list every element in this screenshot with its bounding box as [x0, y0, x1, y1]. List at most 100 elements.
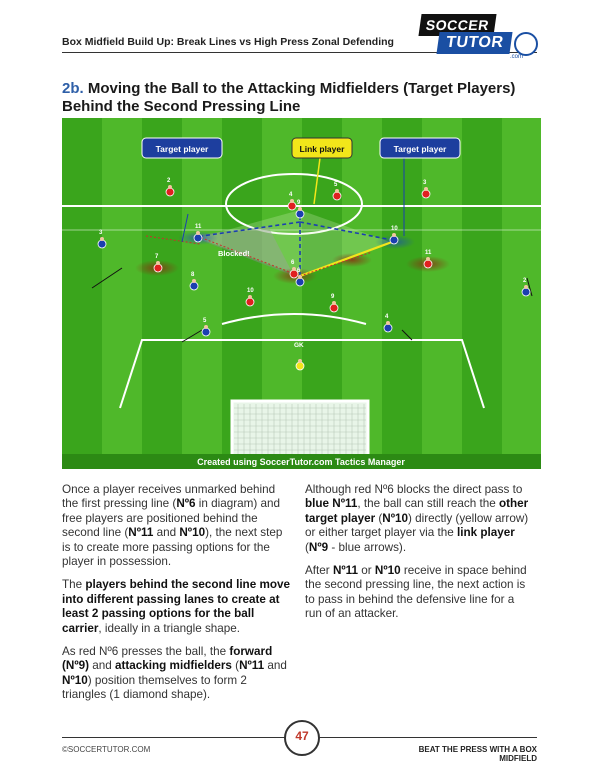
- callout-target-left: Target player: [141, 137, 223, 159]
- tactics-diagram: 2 4 5 3 7 11 6 10 9 11 9 10 3 8 6 2 5 4 Target player Lin…: [62, 118, 541, 469]
- text: Once a player receives unmarked behind t…: [62, 483, 276, 511]
- bold-text: Nº10: [62, 673, 88, 687]
- logo-bottom-text: TUTOR: [436, 32, 513, 54]
- player-blue: 5: [201, 318, 211, 337]
- player-marker: [193, 233, 203, 243]
- body-column-left: Once a player receives unmarked behind t…: [62, 483, 290, 712]
- player-head: [424, 187, 428, 191]
- bold-text: Nº11: [128, 526, 154, 540]
- player-head: [290, 199, 294, 203]
- player-blue: 6: [295, 268, 305, 287]
- soccertutor-logo: SOCCER TUTOR .com: [418, 14, 538, 66]
- player-head: [100, 237, 104, 241]
- player-marker: [332, 191, 342, 201]
- player-marker: [245, 297, 255, 307]
- player-head: [298, 275, 302, 279]
- player-head: [196, 231, 200, 235]
- player-marker: [383, 323, 393, 333]
- player-number: 9: [297, 200, 301, 206]
- player-yellow: [295, 359, 305, 371]
- player-number: 10: [247, 288, 254, 294]
- player-marker: [389, 235, 399, 245]
- header-rule: [62, 52, 537, 53]
- bold-text: Nº11: [332, 564, 359, 578]
- player-blue: 9: [295, 200, 305, 219]
- text: ) position themselves to form 2 triangle…: [62, 673, 247, 702]
- player-marker: [97, 239, 107, 249]
- player-head: [204, 325, 208, 329]
- player-number: 6: [297, 268, 301, 274]
- player-marker: [421, 189, 431, 199]
- credit-text: Created using SoccerTutor.com Tactics Ma…: [197, 457, 405, 467]
- bold-text: Nº11: [239, 659, 265, 673]
- player-blue: 11: [193, 224, 203, 243]
- player-blue: 10: [389, 226, 399, 245]
- player-head: [192, 279, 196, 283]
- player-blue: 8: [189, 272, 199, 291]
- player-number: 11: [195, 224, 202, 230]
- player-number: 6: [291, 260, 295, 266]
- text: The: [62, 578, 86, 592]
- player-red: 3: [421, 180, 431, 199]
- player-head: [298, 359, 302, 363]
- player-number: 4: [289, 192, 293, 198]
- player-marker: [423, 259, 433, 269]
- player-marker: [153, 263, 163, 273]
- credit-bar: [62, 454, 541, 469]
- player-head: [248, 295, 252, 299]
- player-marker: [201, 327, 211, 337]
- player-head: [386, 321, 390, 325]
- gk-label: GK: [294, 342, 304, 349]
- bold-text: attacking midfielders: [115, 659, 232, 673]
- player-head: [298, 207, 302, 211]
- text: After: [305, 564, 333, 578]
- player-red: 11: [423, 250, 433, 269]
- text: and: [89, 659, 115, 673]
- text: Although red Nº6 blocks the direct pass …: [305, 483, 523, 496]
- player-number: 7: [155, 254, 159, 260]
- player-red: 5: [332, 182, 342, 201]
- text: (: [375, 511, 383, 525]
- section-number: 2b.: [62, 80, 84, 97]
- text: or: [358, 564, 375, 578]
- text: , ideally in a triangle shape.: [98, 621, 241, 635]
- player-red: 4: [287, 192, 297, 211]
- section-title-text: Moving the Ball to the Attacking Midfiel…: [62, 80, 516, 115]
- section-title: 2b. Moving the Ball to the Attacking Mid…: [62, 80, 542, 116]
- player-number: 4: [385, 314, 389, 320]
- player-number: 2: [167, 178, 171, 184]
- player-head: [292, 267, 296, 271]
- footer-copyright: ©SOCCERTUTOR.COM: [62, 745, 151, 754]
- paragraph: As red Nº6 presses the ball, the forward…: [62, 645, 290, 703]
- player-number: 10: [391, 226, 398, 232]
- running-header: Box Midfield Build Up: Break Lines vs Hi…: [62, 36, 394, 48]
- grass-stripe: [142, 118, 182, 469]
- player-number: 5: [203, 318, 207, 324]
- player-head: [524, 285, 528, 289]
- player-head: [168, 185, 172, 189]
- player-marker: [287, 201, 297, 211]
- blocked-label: Blocked!: [218, 249, 250, 258]
- bold-text: Nº10: [179, 526, 206, 540]
- player-red: 2: [165, 178, 175, 197]
- text: , the ball can still reach the: [357, 497, 499, 511]
- player-number: 2: [523, 278, 527, 284]
- player-number: 9: [331, 294, 335, 300]
- bold-text: blue Nº11: [305, 497, 358, 511]
- soccer-ball-icon: [514, 32, 538, 56]
- text: and: [264, 659, 287, 673]
- grass-stripe: [62, 118, 102, 469]
- player-head: [426, 257, 430, 261]
- players-layer: 2 4 5 3 7 11 6 10 9 11 9 10 3 8 6 2 5 4: [97, 178, 531, 371]
- paragraph: Once a player receives unmarked behind t…: [62, 483, 290, 569]
- paragraph: Although red Nº6 blocks the direct pass …: [305, 483, 533, 555]
- player-blue: 4: [383, 314, 393, 333]
- player-head: [156, 261, 160, 265]
- bold-text: forward (Nº9): [62, 645, 273, 673]
- paragraph: The players behind the second line move …: [62, 578, 290, 636]
- bold-text: Nº10: [382, 511, 409, 525]
- callout-link: Link player: [291, 137, 353, 159]
- text: As red Nº6 presses the ball, the: [62, 645, 230, 659]
- bold-text: Nº6: [176, 497, 196, 511]
- player-blue: 3: [97, 230, 107, 249]
